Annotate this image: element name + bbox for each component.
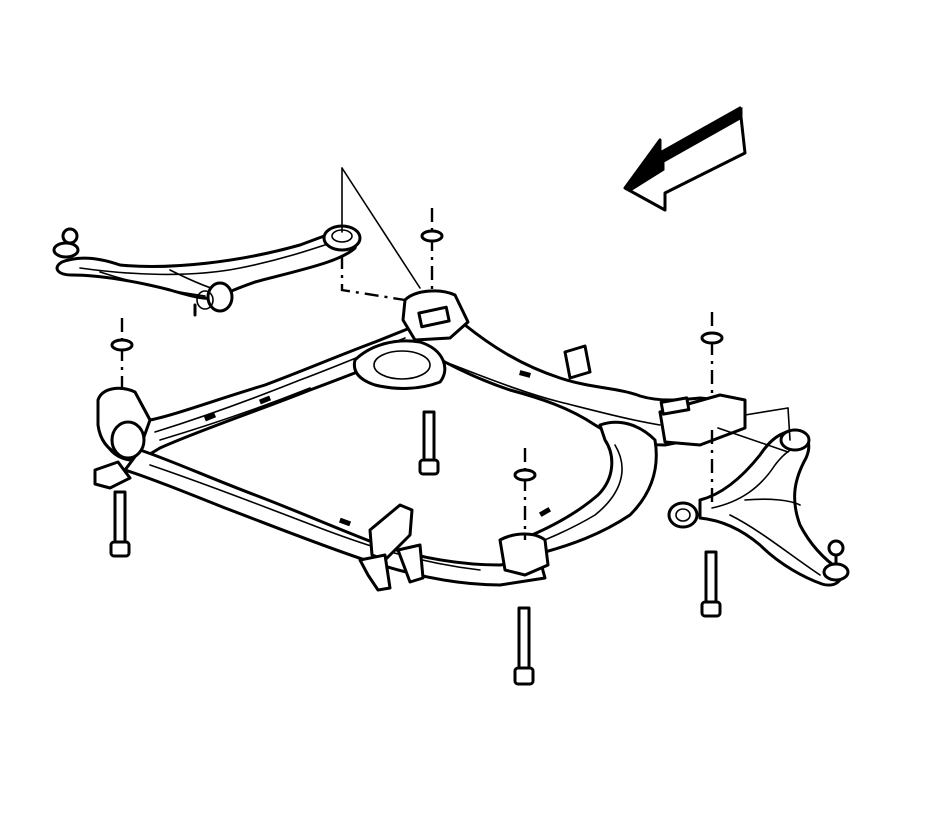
washer-right — [700, 331, 724, 345]
alignment-leaders — [120, 167, 791, 540]
frame-bolts — [109, 410, 722, 686]
frame-washers — [110, 229, 724, 482]
engine-cradle-frame — [93, 289, 747, 592]
bolt-right — [700, 550, 722, 618]
left-lower-control-arm — [52, 224, 362, 317]
washer-front-center — [420, 229, 444, 243]
front-direction-arrow — [623, 106, 747, 212]
bolt-rear — [513, 606, 535, 686]
bolt-left — [109, 490, 131, 558]
bolt-front-center — [418, 410, 440, 476]
washer-left — [110, 338, 134, 352]
right-lower-control-arm — [667, 428, 850, 587]
washer-rear — [513, 468, 537, 482]
